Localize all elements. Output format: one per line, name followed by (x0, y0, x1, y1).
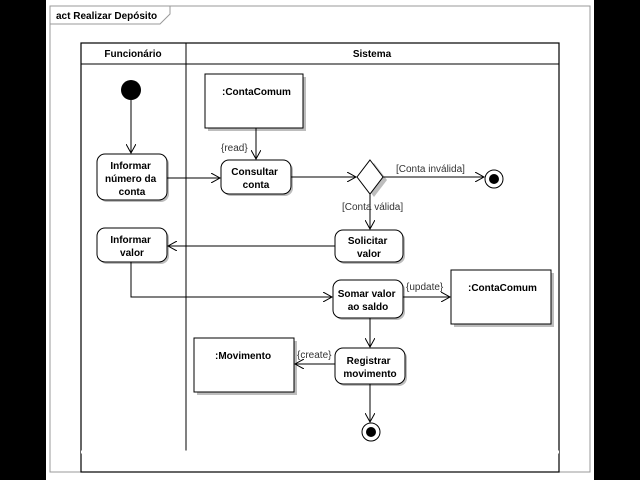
action-consultar-conta-label: Consultar conta (231, 167, 280, 191)
guard-conta-invalida: [Conta inválida] (396, 164, 465, 175)
action-solicitar-valor-label: Solicitar valor (348, 236, 390, 260)
guard-create: {create} (297, 350, 332, 361)
action-informar-numero (96, 153, 168, 201)
guard-read: {read} (221, 143, 248, 154)
action-somar-valor (332, 279, 404, 319)
object-contacomum-read-label: :ContaComum (222, 87, 291, 98)
lane-header-sistema: Sistema (353, 49, 392, 60)
action-informar-numero-label: Informar número da conta (105, 161, 159, 198)
action-informar-valor-label: Informar valor (110, 235, 153, 259)
partition-border (80, 42, 560, 473)
frame-title: act Realizar Depósito (56, 11, 157, 22)
guard-conta-valida: [Conta válida] (342, 202, 403, 213)
object-contacomum-update-label: :ContaComum (468, 283, 537, 294)
lane-header-funcionario: Funcionário (104, 49, 161, 60)
object-contacomum-update (450, 269, 552, 325)
action-somar-valor-label: Somar valor ao saldo (338, 289, 399, 313)
guard-update: {update} (406, 282, 444, 293)
frame-tab (49, 6, 171, 25)
object-contacomum-read (204, 73, 304, 129)
object-movimento (193, 337, 295, 393)
flow-informar-valor-to-somar (130, 262, 332, 297)
object-movimento-label: :Movimento (215, 351, 271, 362)
initial-node (121, 80, 141, 100)
action-registrar-movimento-label: Registrar movimento (343, 356, 396, 380)
